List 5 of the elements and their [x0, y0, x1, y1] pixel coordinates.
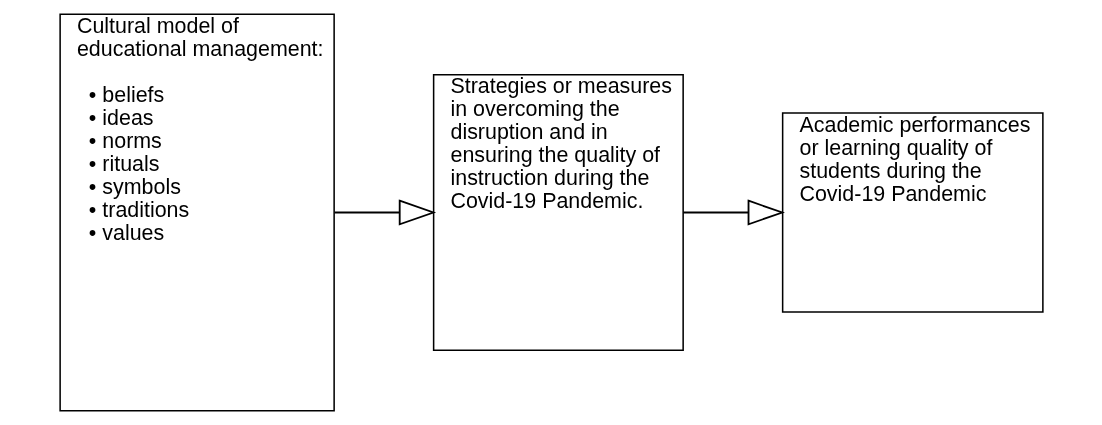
node-box: Cultural model of educational management: • beliefs • ideas • norms • rituals • symbols • traditions • values — [58, 13, 335, 412]
node-box: Academic performances or learning quality of students during the Covid-19 Pandemic — [781, 112, 1044, 313]
node-box: Strategies or measures in overcoming the disruption and in ensuring the quality of instruction during the Covid-19 Pandemic. — [432, 73, 684, 352]
arrow — [681, 199, 785, 226]
arrow — [333, 199, 436, 226]
